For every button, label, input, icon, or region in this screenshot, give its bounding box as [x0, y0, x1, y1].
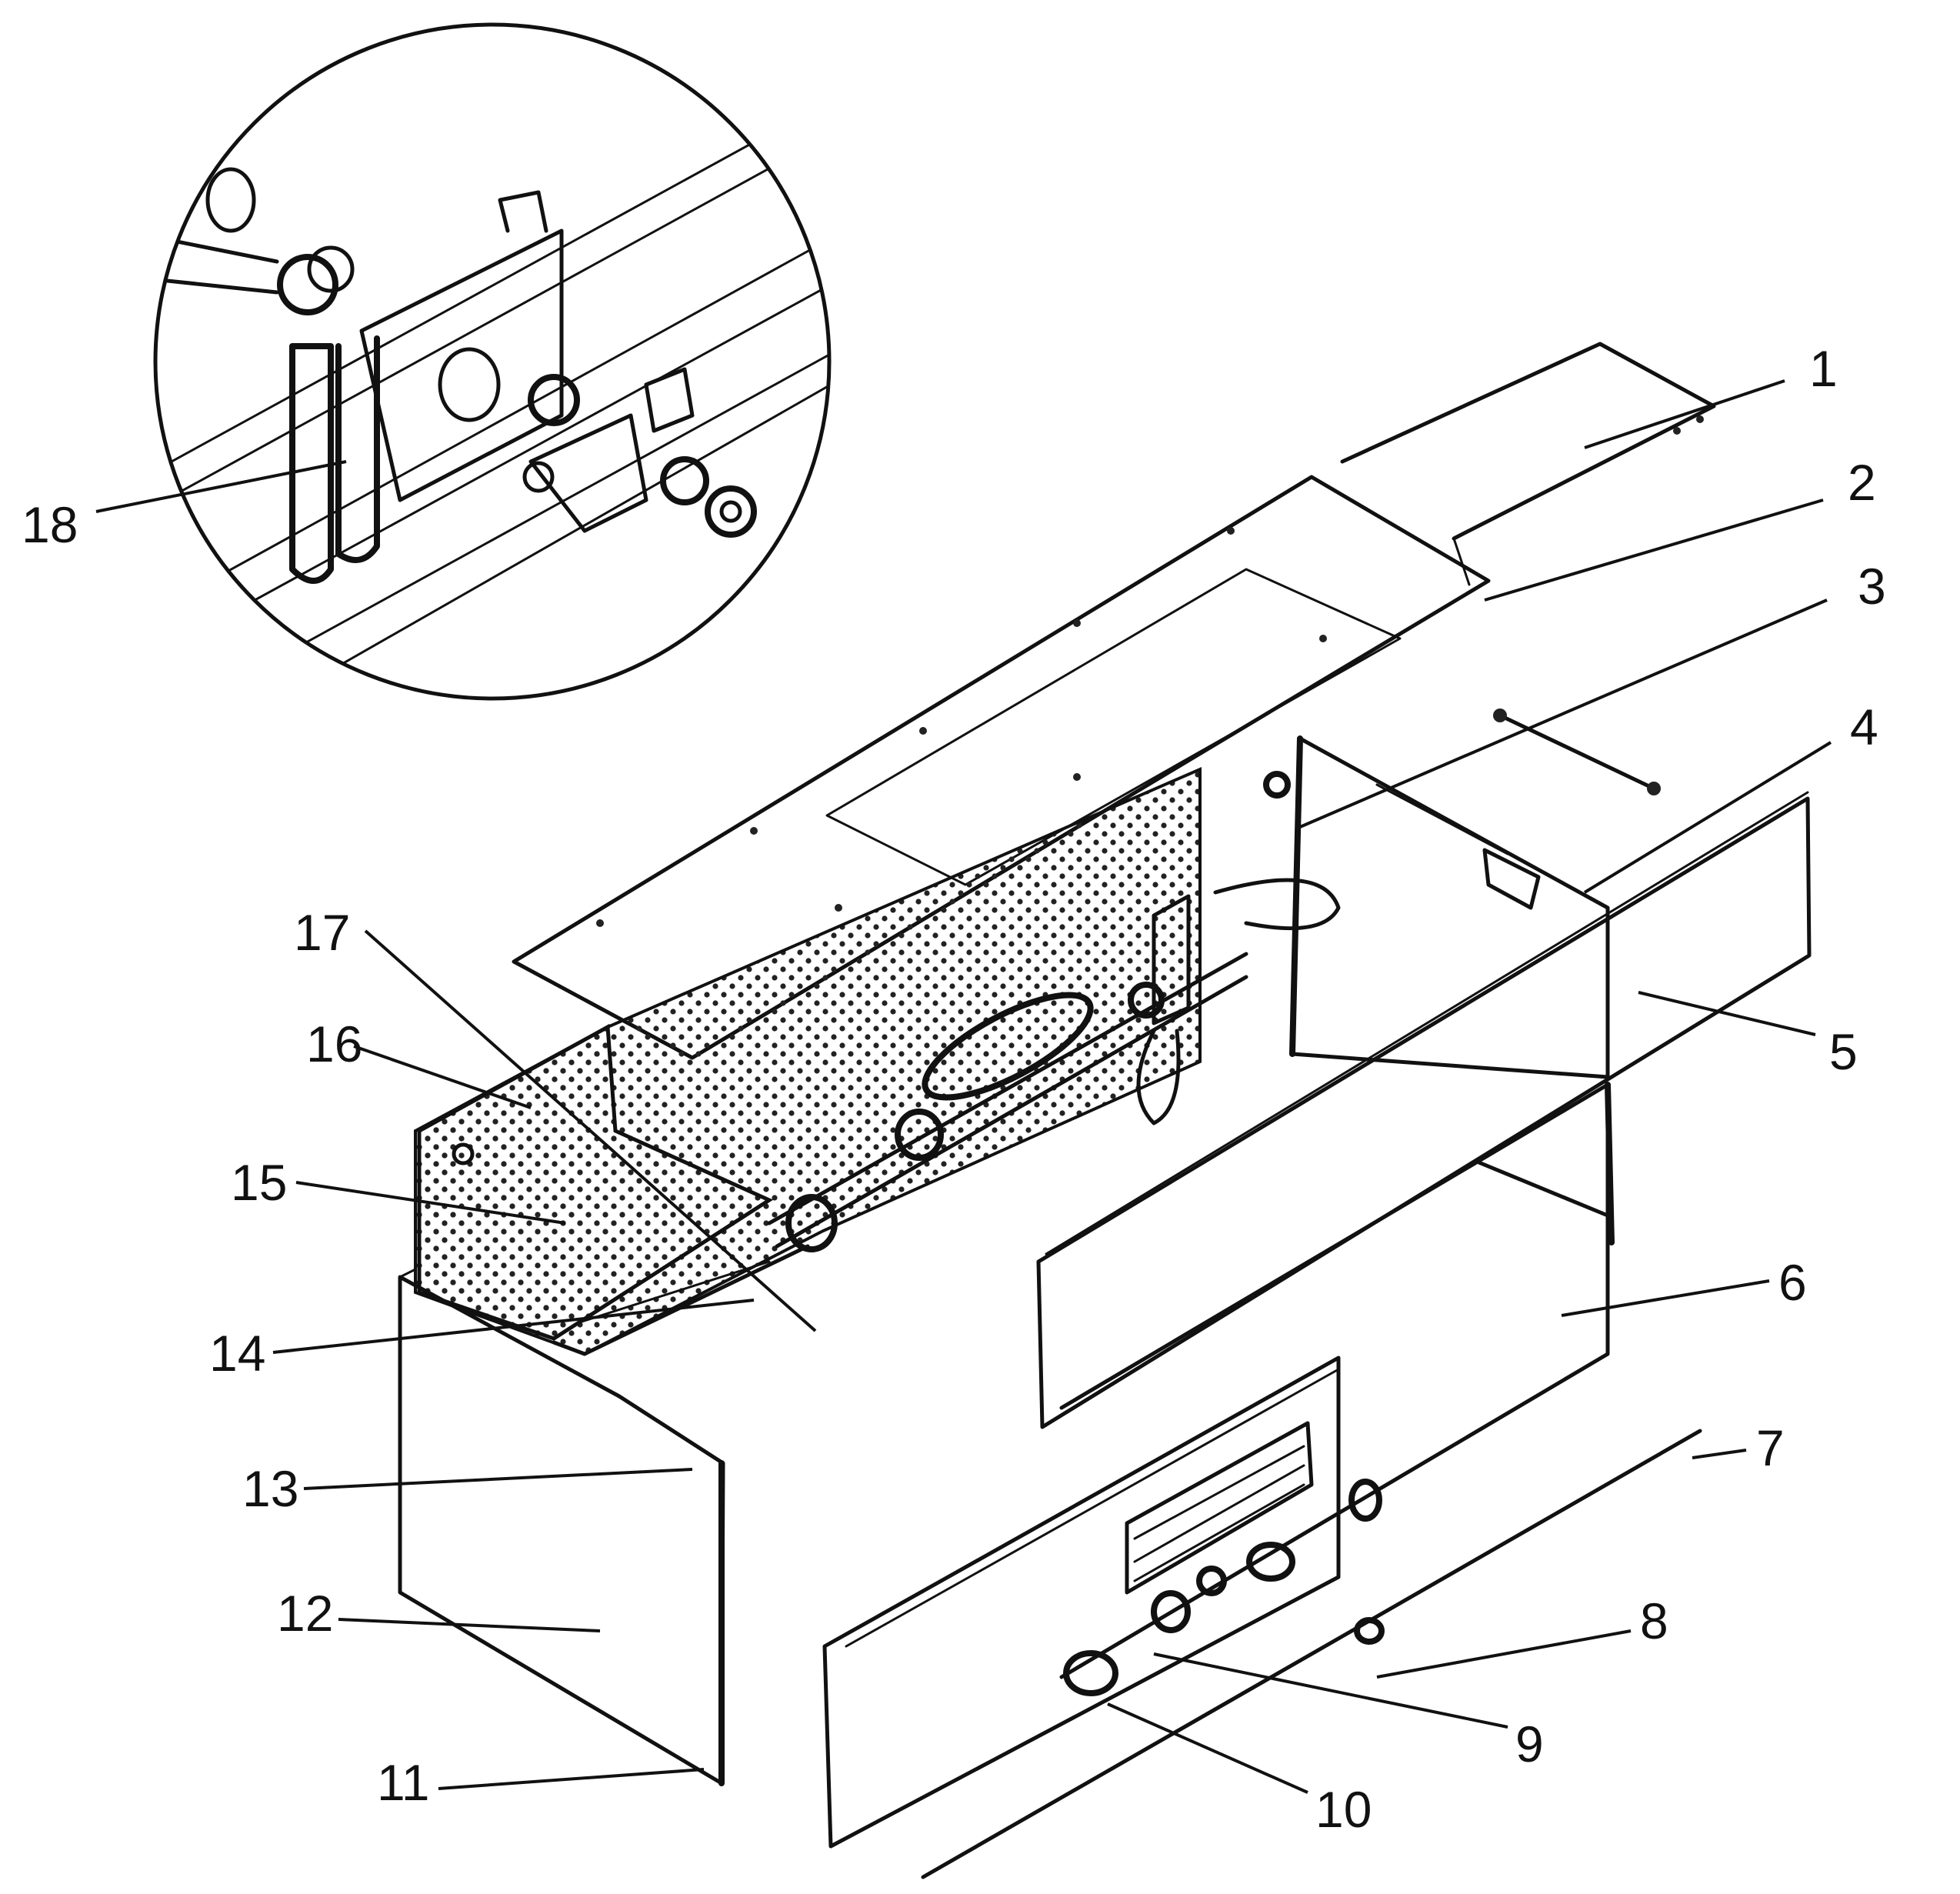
label-17: 17 [294, 904, 350, 961]
label-11: 11 [377, 1754, 430, 1811]
top-cover-plate [1340, 342, 1716, 586]
label-18: 18 [22, 496, 78, 553]
label-16: 16 [306, 1015, 362, 1072]
label-13: 13 [242, 1460, 298, 1517]
label-10: 10 [1315, 1781, 1372, 1838]
label-5: 5 [1829, 1023, 1858, 1080]
label-3: 3 [1858, 558, 1886, 615]
part-labels: 1 2 3 4 5 6 7 8 9 10 11 12 13 14 15 16 1… [22, 340, 1886, 1838]
side-panel-5 [1036, 791, 1812, 1429]
label-2: 2 [1848, 454, 1876, 511]
front-folded-panel [398, 1268, 725, 1786]
label-4: 4 [1850, 699, 1878, 755]
label-9: 9 [1515, 1716, 1544, 1772]
label-15: 15 [231, 1154, 287, 1211]
label-8: 8 [1640, 1592, 1668, 1649]
front-control-panel [822, 1355, 1702, 1879]
detail-magnifier [153, 22, 832, 701]
label-6: 6 [1778, 1254, 1807, 1311]
panel-6 [1059, 1082, 1615, 1679]
label-12: 12 [277, 1585, 333, 1642]
leader-lines [95, 379, 1832, 1794]
main-housing [414, 709, 1661, 1356]
label-7: 7 [1756, 1419, 1785, 1476]
label-14: 14 [209, 1325, 265, 1382]
label-1: 1 [1809, 340, 1838, 397]
